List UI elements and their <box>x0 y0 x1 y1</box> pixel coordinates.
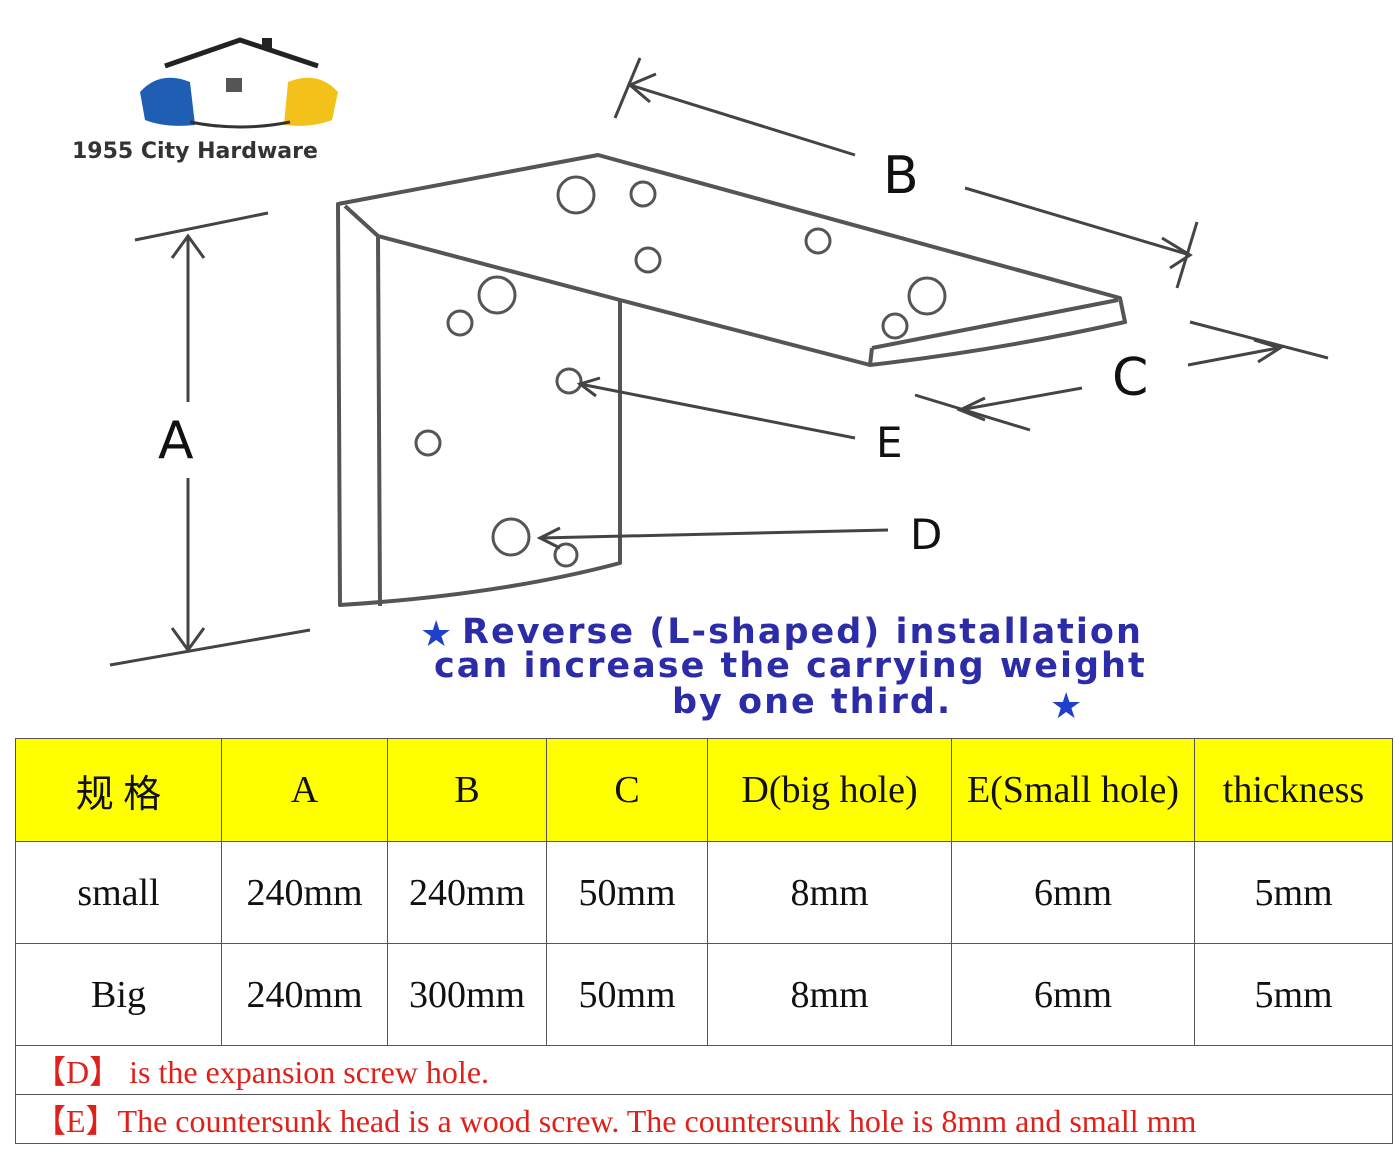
table-cell: 8mm <box>707 841 952 944</box>
leader-d-arrow <box>536 526 561 550</box>
hole <box>477 275 517 315</box>
table-cell: 50mm <box>546 943 708 1046</box>
dimension-lines <box>109 57 1329 667</box>
logo-blue-hand <box>140 77 195 126</box>
leader-d <box>539 528 889 540</box>
bracket-outline <box>336 153 1127 607</box>
caption-line-1: Reverse (L-shaped) installation <box>462 612 1143 652</box>
dim-b-left-tick <box>613 57 642 119</box>
dim-c-arrow-left <box>956 396 986 422</box>
hole <box>556 175 596 215</box>
bracket-inner-edge <box>376 235 382 607</box>
note-d: 【D】 is the expansion screw hole. <box>15 1045 1393 1095</box>
dim-c-line-right <box>1187 346 1279 367</box>
table-cell: small <box>15 841 222 944</box>
note-e: 【E】The countersunk head is a wood screw.… <box>15 1094 1393 1144</box>
bracket-holes <box>414 175 947 568</box>
star-icon: ★ <box>1050 686 1082 727</box>
note-row: 【E】The countersunk head is a wood screw.… <box>15 1094 1393 1144</box>
installation-caption: ★ Reverse (L-shaped) installation can in… <box>420 612 1147 727</box>
label-a: A <box>158 411 194 471</box>
dim-b-arrow-left <box>627 72 657 104</box>
table-cell: 5mm <box>1194 943 1393 1046</box>
logo-chimney <box>262 38 272 50</box>
table-cell: Big <box>15 943 222 1046</box>
logo-roof <box>164 37 319 69</box>
hole <box>881 312 909 340</box>
bracket-front-bottom <box>868 347 874 366</box>
note-row: 【D】 is the expansion screw hole. <box>15 1045 1393 1095</box>
hole <box>414 429 442 457</box>
header-cell: C <box>546 738 708 842</box>
table-row: small 240mm 240mm 50mm 8mm 6mm 5mm <box>15 841 1393 944</box>
table-cell: 300mm <box>387 943 547 1046</box>
dim-c-arrow-right <box>1253 338 1284 364</box>
header-cell: D(big hole) <box>707 738 952 842</box>
hole <box>634 246 662 274</box>
dim-a-bottom-tick <box>109 628 311 667</box>
table-cell: 8mm <box>707 943 952 1046</box>
header-cell: 规 格 <box>15 738 222 842</box>
table-cell: 240mm <box>221 841 388 944</box>
header-cell: B <box>387 738 547 842</box>
dim-b-line-left <box>629 83 856 157</box>
bracket-diagram: 1955 City Hardware <box>72 37 1329 727</box>
hole <box>491 517 531 557</box>
label-d: D <box>910 510 942 559</box>
header-cell: E(Small hole) <box>951 738 1195 842</box>
dim-b-arrow-right <box>1161 236 1193 270</box>
dim-c-tick-left <box>914 393 1031 432</box>
star-icon: ★ <box>420 614 452 655</box>
table-cell: 50mm <box>546 841 708 944</box>
label-b: B <box>883 146 919 206</box>
dim-a-arrow-bottom <box>170 627 206 653</box>
hole <box>907 276 947 316</box>
dim-c-line-left <box>959 386 1083 412</box>
header-cell: thickness <box>1194 738 1393 842</box>
table-cell: 6mm <box>951 841 1195 944</box>
dim-b-line-right <box>964 186 1191 257</box>
leader-e <box>579 382 856 440</box>
bracket-front-edge <box>871 298 1119 350</box>
dim-a-arrow-top <box>170 233 206 259</box>
spec-table: 规 格 A B C D(big hole) E(Small hole) thic… <box>15 738 1393 1144</box>
hole <box>553 542 579 568</box>
table-cell: 240mm <box>221 943 388 1046</box>
l-bracket <box>336 153 1127 607</box>
dim-a-top-tick <box>134 211 269 242</box>
table-row: Big 240mm 300mm 50mm 8mm 6mm 5mm <box>15 943 1393 1046</box>
table-cell: 5mm <box>1194 841 1393 944</box>
table-cell: 6mm <box>951 943 1195 1046</box>
header-cell: A <box>221 738 388 842</box>
hole <box>555 367 583 395</box>
logo-base <box>189 120 291 129</box>
table-cell: 240mm <box>387 841 547 944</box>
logo-yellow-hand <box>284 77 338 126</box>
leader-e-arrow <box>576 376 601 398</box>
caption-line-2: can increase the carrying weight <box>434 646 1147 686</box>
logo-window <box>226 78 242 92</box>
label-c: C <box>1112 348 1148 408</box>
hole <box>804 227 832 255</box>
caption-line-3: by one third. <box>672 682 952 722</box>
hole <box>629 180 657 208</box>
logo: 1955 City Hardware <box>72 37 338 164</box>
logo-text: 1955 City Hardware <box>72 139 318 164</box>
table-header-row: 规 格 A B C D(big hole) E(Small hole) thic… <box>15 738 1393 842</box>
hole <box>446 309 474 337</box>
label-e: E <box>876 418 903 467</box>
